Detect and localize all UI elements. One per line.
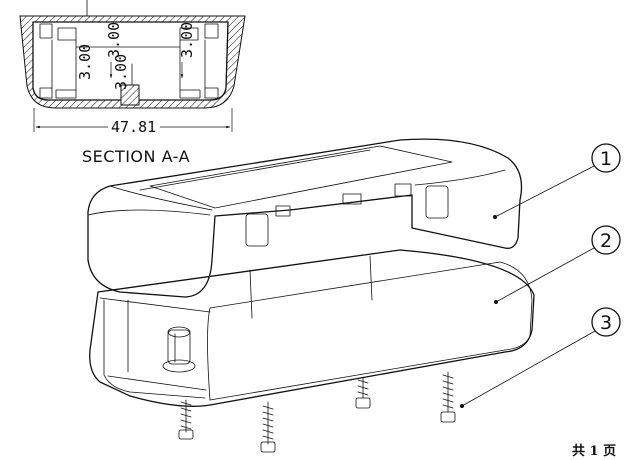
cover-top-recess xyxy=(149,145,453,209)
screw-3 xyxy=(355,377,371,409)
boss-bottom-left-2 xyxy=(55,89,77,99)
part-top-cover xyxy=(87,138,523,298)
boss-top-right-2 xyxy=(179,27,199,41)
screw-1 xyxy=(178,399,194,440)
boss-top-left xyxy=(39,23,53,39)
dim-wall-center: 3.00 xyxy=(112,54,130,90)
balloon-2: 2 xyxy=(494,225,621,304)
screws xyxy=(178,371,456,453)
balloon-3: 3 xyxy=(460,307,621,408)
section-title: SECTION A-A xyxy=(82,147,190,166)
balloon-3-label: 3 xyxy=(600,312,612,334)
balloon-2-label: 2 xyxy=(600,230,612,252)
cover-post-right xyxy=(425,185,449,219)
cover-post-left xyxy=(245,213,269,247)
dim-wall-vertical: 3.00 xyxy=(105,22,123,58)
screw-4 xyxy=(440,371,456,423)
boss-top-left-2 xyxy=(57,27,77,41)
cover-outline xyxy=(87,138,523,298)
boss-top-right xyxy=(204,23,219,39)
balloon-1-label: 1 xyxy=(600,148,612,170)
boss-bottom-left xyxy=(39,87,53,99)
sheet-count: 共 1 页 xyxy=(572,443,616,459)
part-base xyxy=(89,249,535,407)
section-cavity xyxy=(32,21,229,101)
center-rib xyxy=(120,84,140,106)
base-boss xyxy=(167,329,191,365)
dim-overall-width: 47.81 xyxy=(111,118,156,136)
section-view: 3.00 3.00 3.00 3.00 47.81 SECTION A-A xyxy=(19,0,246,166)
boss-bottom-right-2 xyxy=(179,89,201,99)
dim-wall-right: 3.00 xyxy=(178,22,196,58)
dim-wall-left: 3.00 xyxy=(76,44,94,80)
boss-bottom-right xyxy=(204,87,219,99)
base-outline xyxy=(89,249,535,407)
screw-2 xyxy=(260,401,276,453)
balloon-1: 1 xyxy=(493,143,621,219)
